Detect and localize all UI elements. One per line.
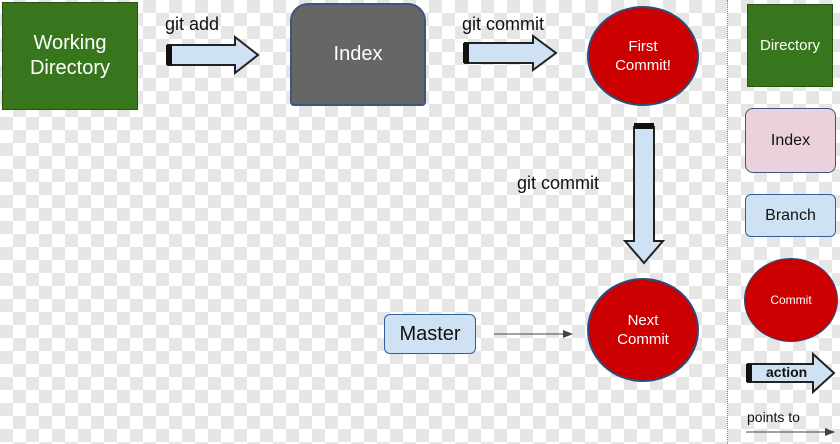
legend-index: Index bbox=[745, 108, 836, 173]
legend-points-to-label: points to bbox=[747, 409, 800, 425]
legend-divider bbox=[727, 0, 728, 444]
git-commit-top-arrow bbox=[463, 34, 558, 72]
legend-commit: Commit bbox=[744, 258, 838, 342]
legend-branch: Branch bbox=[745, 194, 836, 237]
working-directory-node: Working Directory bbox=[2, 2, 138, 110]
legend-directory: Directory bbox=[747, 4, 833, 87]
next-commit-node: Next Commit bbox=[587, 278, 699, 382]
git-add-arrow bbox=[166, 34, 260, 76]
git-commit-top-label: git commit bbox=[462, 14, 545, 34]
legend-action-label: action bbox=[766, 364, 808, 380]
git-commit-side-label: git commit bbox=[517, 173, 600, 193]
legend-action-arrow bbox=[746, 351, 836, 395]
git-commit-down-arrow bbox=[622, 123, 666, 265]
first-commit-node: First Commit! bbox=[587, 6, 699, 106]
git-add-label: git add bbox=[165, 14, 220, 34]
index-node: Index bbox=[290, 3, 426, 106]
master-branch-node: Master bbox=[384, 314, 476, 354]
